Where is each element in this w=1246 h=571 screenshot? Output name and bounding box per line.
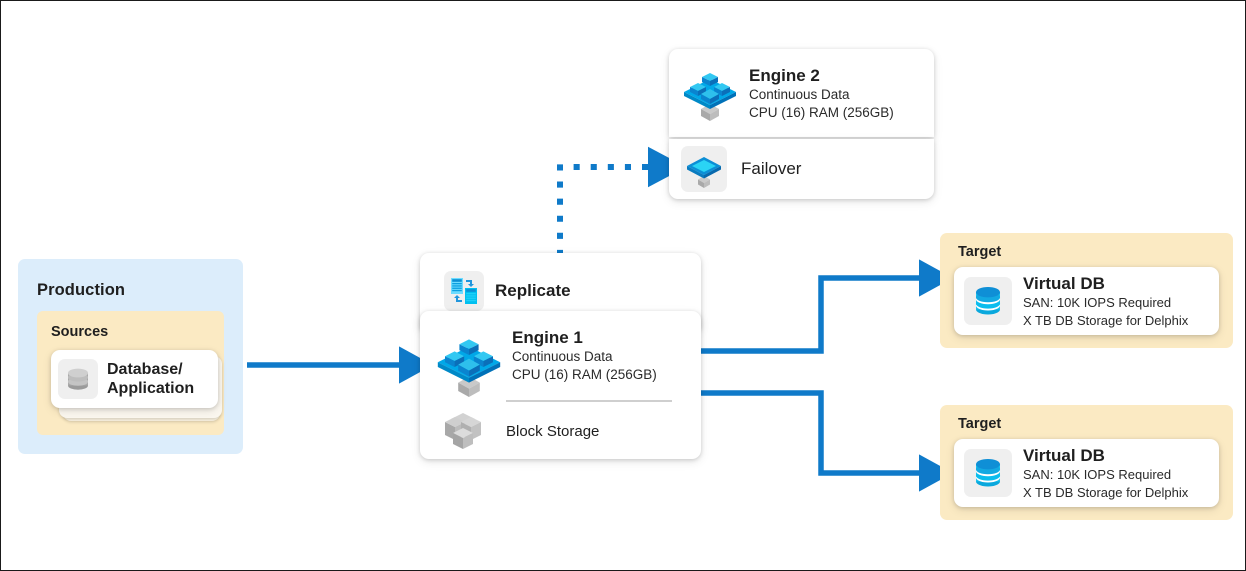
block-storage-label: Block Storage <box>506 422 600 440</box>
replicate-row: Replicate <box>420 253 701 329</box>
engine2-subtitle-1: Continuous Data <box>749 86 850 102</box>
virtual-db-icon <box>964 277 1012 325</box>
production-group: Production Sources Database/ Ap <box>18 259 243 454</box>
replicate-sync-icon <box>444 271 484 311</box>
engine1-text: Engine 1 Continuous Data CPU (16) RAM (2… <box>512 325 657 384</box>
source-card-label: Database/ Application <box>107 360 194 398</box>
virtual-db-text-1: Virtual DB SAN: 10K IOPS Required X TB D… <box>1023 273 1188 329</box>
target-title-2: Target <box>958 416 1002 432</box>
failover-card[interactable]: Failover <box>669 139 934 199</box>
source-card-database-application[interactable]: Database/ Application <box>51 350 218 408</box>
virtual-db-text-2: Virtual DB SAN: 10K IOPS Required X TB D… <box>1023 445 1188 501</box>
engine-platform-icon <box>681 61 739 126</box>
connector-engine1-to-target2 <box>701 390 953 492</box>
engine2-title: Engine 2 <box>749 65 820 85</box>
connector-replicate-to-failover <box>557 146 687 256</box>
engine-platform-icon <box>434 325 504 402</box>
source-card-label-line1: Database/ <box>107 361 183 378</box>
virtual-db-title-1: Virtual DB <box>1023 274 1105 293</box>
engine1-card[interactable]: Engine 1 Continuous Data CPU (16) RAM (2… <box>420 311 701 459</box>
engine2-subtitle-2: CPU (16) RAM (256GB) <box>749 104 894 120</box>
engine1-title: Engine 1 <box>512 328 583 347</box>
virtual-db-icon <box>964 449 1012 497</box>
production-title: Production <box>37 281 126 299</box>
engine2-card[interactable]: Engine 2 Continuous Data CPU (16) RAM (2… <box>669 49 934 137</box>
virtual-db-subtitle-1a: SAN: 10K IOPS Required <box>1023 295 1172 310</box>
failover-label-wrap: Failover <box>741 159 801 179</box>
engine1-row: Engine 1 Continuous Data CPU (16) RAM (2… <box>420 311 701 402</box>
block-storage-row: Block Storage <box>434 411 599 451</box>
failover-platform-icon <box>681 146 727 192</box>
virtual-db-card-1[interactable]: Virtual DB SAN: 10K IOPS Required X TB D… <box>954 267 1219 335</box>
source-card-label-line2: Application <box>107 380 195 397</box>
failover-row: Failover <box>669 139 934 199</box>
engine1-subtitle-1: Continuous Data <box>512 349 613 364</box>
engine1-divider <box>506 400 672 402</box>
failover-label: Failover <box>741 159 802 178</box>
virtual-db-title-2: Virtual DB <box>1023 446 1105 465</box>
target-group-2: Target Virtual DB SAN: 10K IOPS Required… <box>940 405 1233 520</box>
replicate-label: Replicate <box>495 281 571 300</box>
engine1-subtitle-2: CPU (16) RAM (256GB) <box>512 367 657 382</box>
block-storage-cube-icon <box>434 411 492 451</box>
engine2-row: Engine 2 Continuous Data CPU (16) RAM (2… <box>669 49 934 137</box>
virtual-db-subtitle-1b: X TB DB Storage for Delphix <box>1023 312 1189 328</box>
target-title-1: Target <box>958 244 1002 260</box>
target-group-1: Target Virtual DB SAN: 10K IOPS Required… <box>940 233 1233 348</box>
engine2-text: Engine 2 Continuous Data CPU (16) RAM (2… <box>749 65 894 122</box>
sources-title: Sources <box>51 324 109 340</box>
virtual-db-subtitle-2b: X TB DB Storage for Delphix <box>1023 484 1189 500</box>
virtual-db-card-2[interactable]: Virtual DB SAN: 10K IOPS Required X TB D… <box>954 439 1219 507</box>
connector-engine1-to-target1 <box>701 259 953 354</box>
sources-group: Sources Database/ Application <box>37 311 224 435</box>
database-cylinder-icon <box>58 359 98 399</box>
virtual-db-subtitle-2a: SAN: 10K IOPS Required <box>1023 467 1172 482</box>
